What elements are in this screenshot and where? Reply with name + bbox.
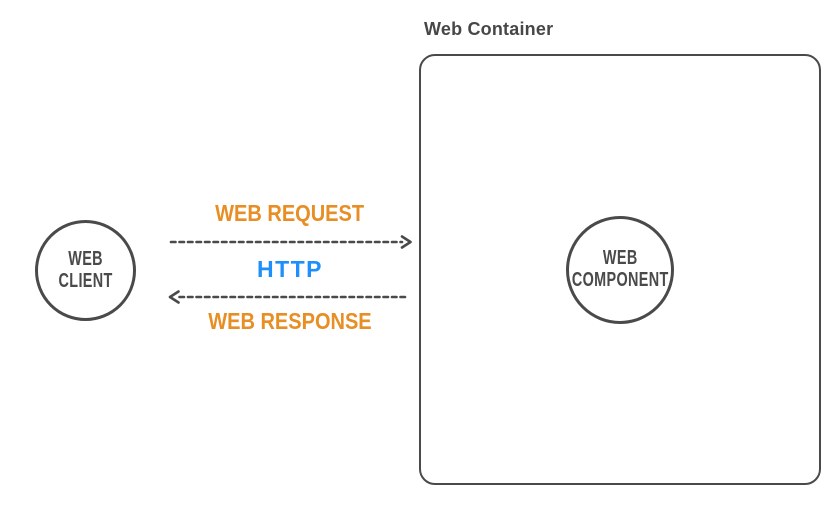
web-container-title: Web Container [424, 19, 554, 39]
web-response-label: WEB RESPONSE [160, 308, 420, 335]
web-request-label-text: WEB REQUEST [215, 200, 365, 226]
web-request-arrow [169, 235, 412, 249]
web-component-node: WEB COMPONENT [566, 216, 674, 324]
http-protocol-label: HTTP [160, 256, 420, 283]
http-protocol-label-text: HTTP [256, 256, 324, 282]
web-component-label: WEB COMPONENT [571, 247, 669, 291]
web-client-label: WEB CLIENT [58, 247, 113, 292]
web-request-label: WEB REQUEST [160, 200, 420, 227]
web-response-arrow [168, 290, 407, 304]
web-client-node: WEB CLIENT [35, 220, 136, 321]
web-response-label-text: WEB RESPONSE [208, 308, 372, 334]
